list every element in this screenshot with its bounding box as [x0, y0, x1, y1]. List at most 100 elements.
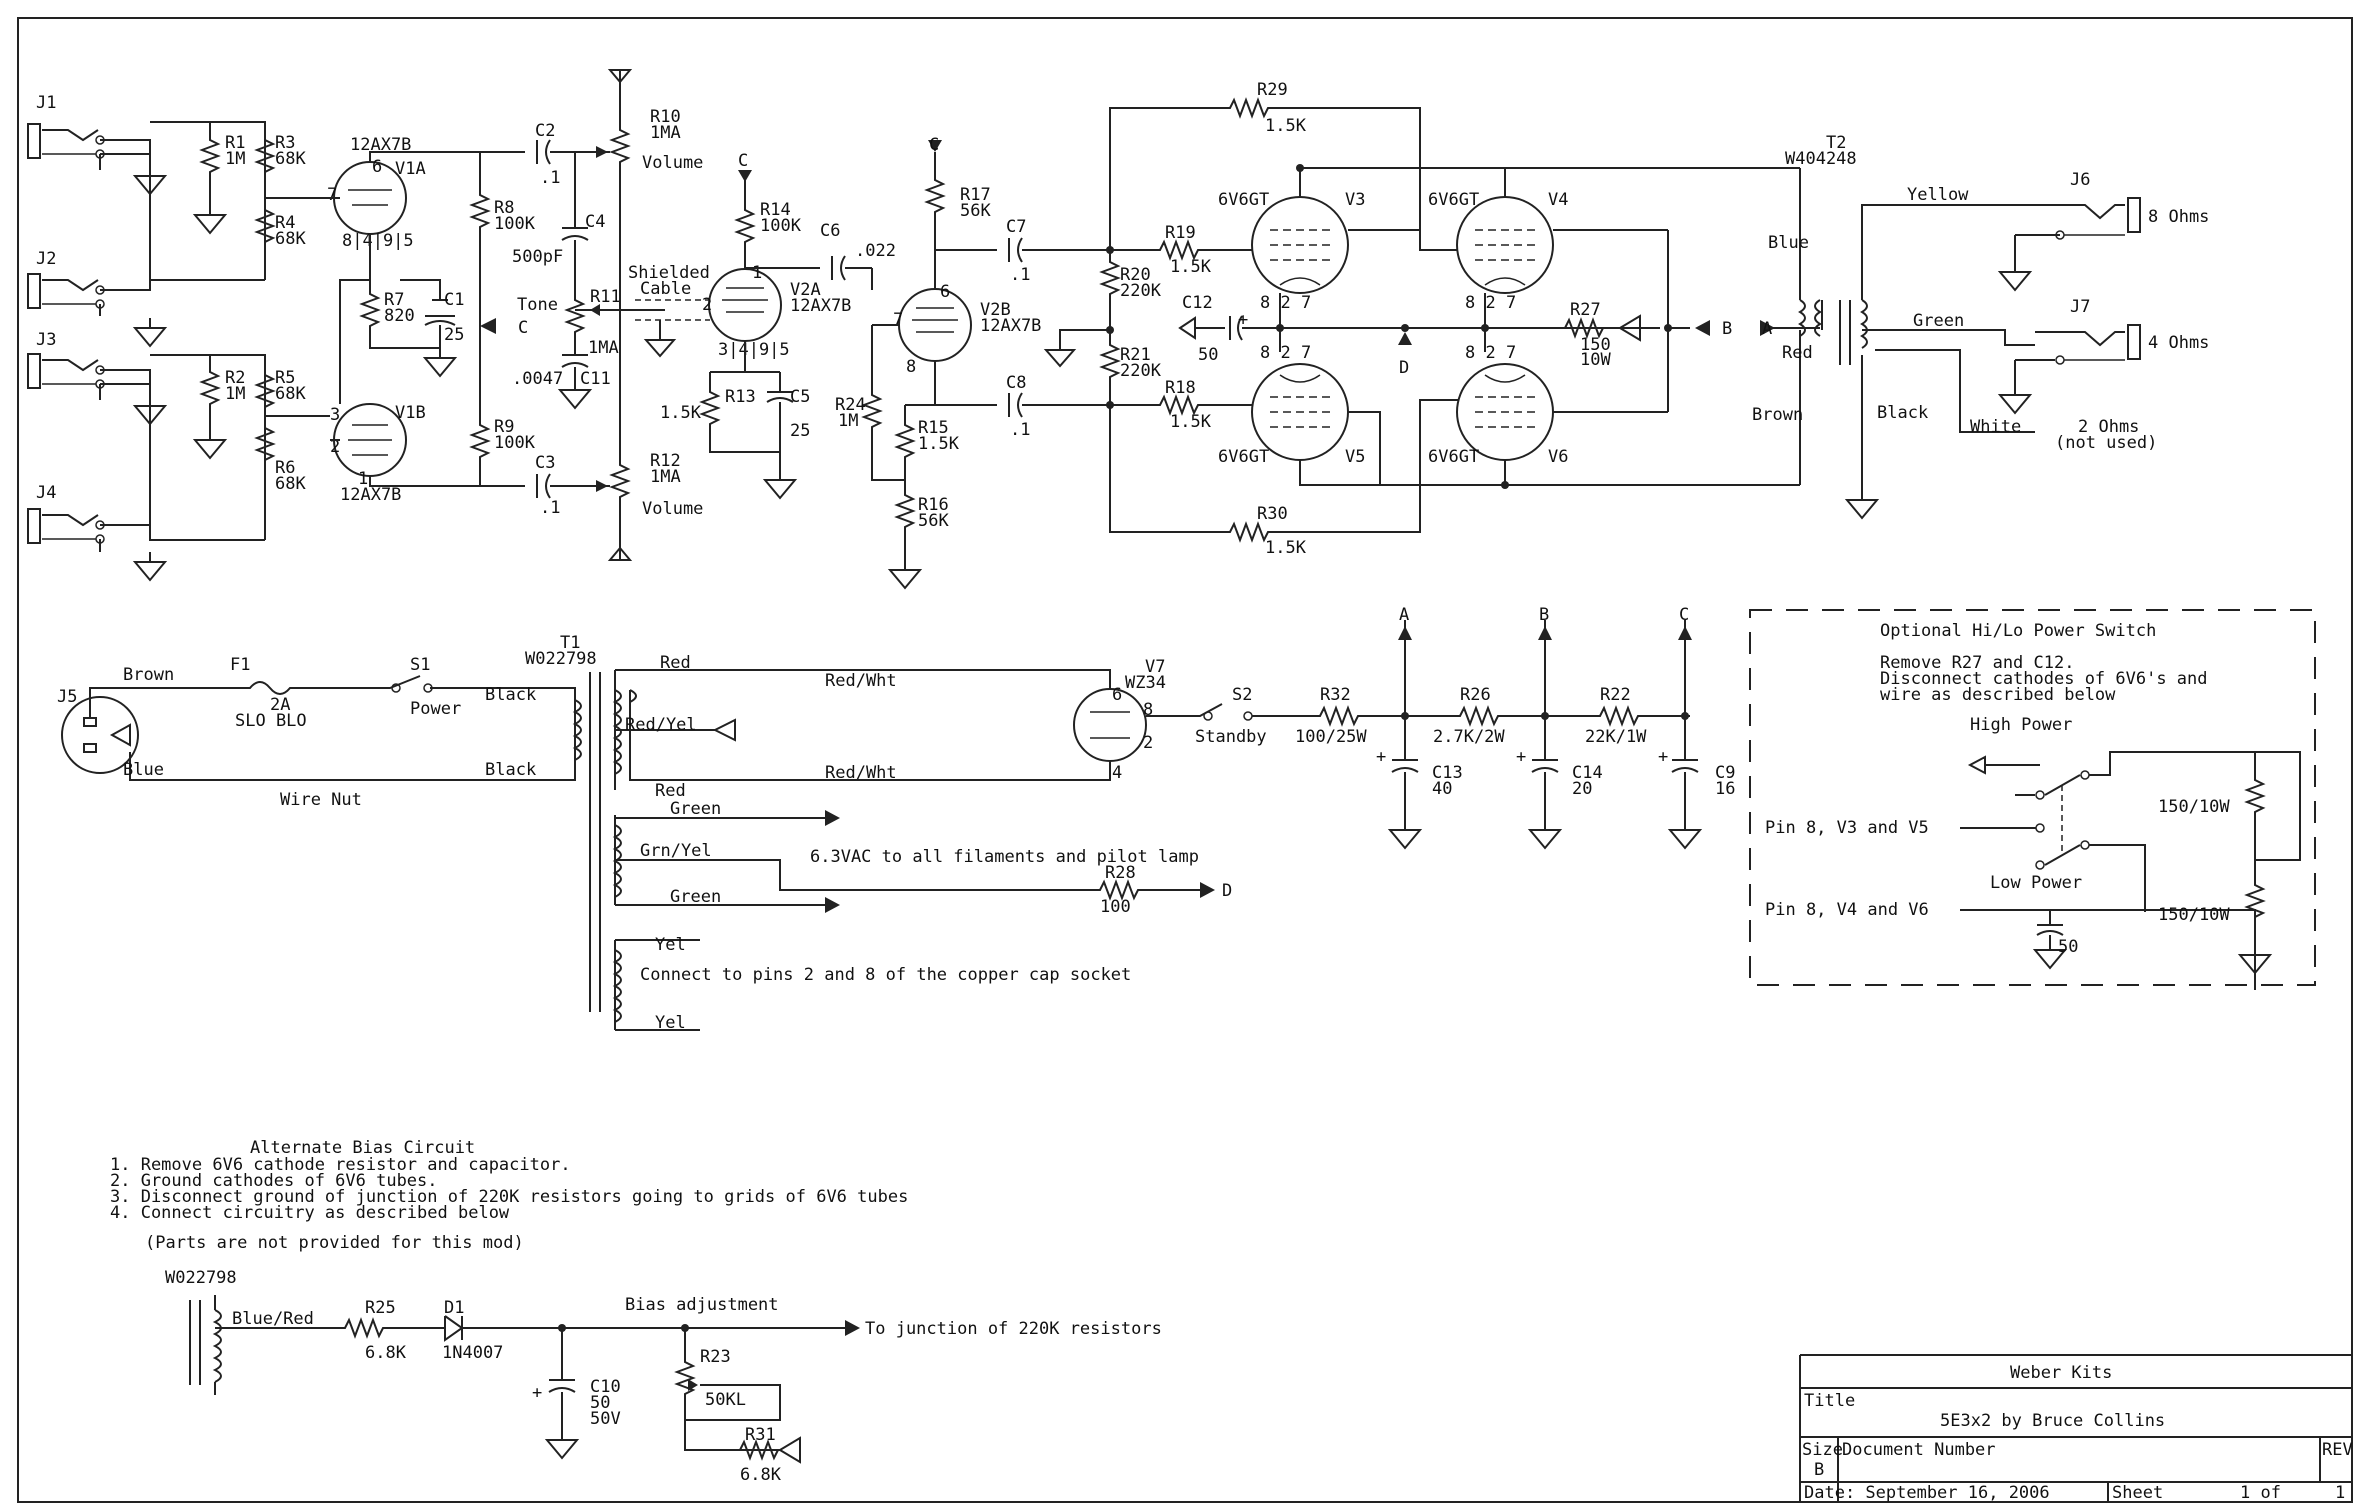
bias-line4: 4. Connect circuitry as described below — [110, 1203, 510, 1223]
r31-value: 6.8K — [740, 1465, 782, 1485]
r3-value: 68K — [275, 149, 306, 169]
r27-value: 150 — [1580, 335, 1611, 355]
size-value: B — [1814, 1460, 1824, 1480]
v3-pins: 8 2 7 — [1260, 293, 1311, 313]
r2-label: R2 — [225, 368, 245, 388]
v4-type: 6V6GT — [1428, 190, 1479, 210]
option-title: Optional Hi/Lo Power Switch — [1880, 621, 2156, 641]
r1-label: R1 — [225, 133, 245, 153]
t2-yellow: Yellow — [1907, 185, 1969, 205]
c14-plus: + — [1516, 747, 1526, 767]
driver-section: C R14 100K 1 2 3|4|9|5 V2A 12AX7B C6 .02… — [660, 135, 1110, 589]
s1-label: S1 — [410, 655, 430, 675]
v1b-pin1: 1 — [358, 469, 368, 489]
v6-type: 6V6GT — [1428, 447, 1479, 467]
v2b-supply-label: C — [929, 135, 939, 155]
r29-value: 1.5K — [1265, 116, 1307, 136]
bias-section: Alternate Bias Circuit 1. Remove 6V6 cat… — [110, 1138, 1162, 1485]
a-node-label: A — [1762, 319, 1772, 339]
v5-label: V5 — [1345, 447, 1365, 467]
ohm2-label: 2 Ohms — [2078, 417, 2139, 437]
r7-label: R7 — [384, 290, 404, 310]
r25-label: R25 — [365, 1298, 396, 1318]
v6-pins: 8 2 7 — [1465, 343, 1516, 363]
t1-label: T1 — [560, 633, 580, 653]
f1-label: F1 — [230, 655, 250, 675]
option-section: Optional Hi/Lo Power Switch Remove R27 a… — [1749, 609, 2316, 990]
v2b-label: V2B — [980, 300, 1011, 320]
r23-label: R23 — [700, 1347, 731, 1367]
bias-note: (Parts are not provided for this mod) — [145, 1233, 524, 1253]
r22-label: R22 — [1600, 685, 1631, 705]
c9-plus: + — [1658, 747, 1668, 767]
c13-value: 40 — [1432, 779, 1452, 799]
option-r1: 150/10W — [2158, 797, 2230, 817]
r32-label: R32 — [1320, 685, 1351, 705]
d1-value: 1N4007 — [442, 1343, 503, 1363]
docnum-label: Document Number — [1842, 1440, 1996, 1460]
c6-value: .022 — [855, 241, 896, 261]
c5-value: 25 — [790, 421, 810, 441]
c12-value: 50 — [1198, 345, 1218, 365]
bias-bluered: Blue/Red — [232, 1309, 314, 1329]
v7-label: V7 — [1145, 657, 1165, 677]
power-amp-section: R20 220K R21 220K R29 1.5K R30 1.5K R19 … — [1045, 80, 2209, 558]
c14-label: C14 — [1572, 763, 1603, 783]
black-wire-top: Black — [485, 685, 536, 705]
c-supply-label: C — [1679, 605, 1689, 625]
v5-pins: 8 2 7 — [1260, 343, 1311, 363]
t2-label: T2 — [1826, 133, 1846, 153]
r14-value: 100K — [760, 216, 802, 236]
c8-value: .1 — [1010, 420, 1030, 440]
v2b-pin7: 7 — [893, 310, 903, 330]
c3-label: C3 — [535, 453, 555, 473]
option-high: High Power — [1970, 715, 2072, 735]
title-label: Title — [1804, 1391, 1855, 1411]
r15-label: R15 — [918, 418, 949, 438]
c5-label: C5 — [790, 387, 810, 407]
v2a-pin2: 2 — [702, 295, 712, 315]
title-block: Weber Kits Title 5E3x2 by Bruce Collins … — [1799, 1354, 2353, 1503]
t2-part: W404248 — [1785, 149, 1857, 169]
r18-value: 1.5K — [1170, 412, 1212, 432]
r11-value: 1MA — [588, 338, 619, 358]
c13-label: C13 — [1432, 763, 1463, 783]
v2b-pin8: 8 — [906, 357, 916, 377]
b-node-label: B — [1722, 319, 1732, 339]
v1a-pin6: 6 — [372, 157, 382, 177]
v7-tube — [1073, 688, 1147, 762]
volume2-label: Volume — [642, 499, 703, 519]
v2b-tube — [898, 288, 972, 362]
r30-value: 1.5K — [1265, 538, 1307, 558]
v1b-pin2: 2 — [330, 437, 340, 457]
v7-pin6: 6 — [1112, 685, 1122, 705]
tone-label: Tone — [517, 295, 558, 315]
r13-label: R13 — [725, 387, 756, 407]
r13-value: 1.5K — [660, 403, 702, 423]
c4-label: C4 — [585, 212, 605, 232]
r15-value: 1.5K — [918, 434, 960, 454]
t1-red-bottom: Red — [655, 781, 686, 801]
v5-type: 6V6GT — [1218, 447, 1269, 467]
sheet-border — [17, 17, 2353, 1503]
v1b-pin3: 3 — [330, 405, 340, 425]
t1-red-top: Red — [660, 653, 691, 673]
r17-value: 56K — [960, 201, 991, 221]
ohm4-label: 4 Ohms — [2148, 333, 2209, 353]
j2-label: J2 — [36, 249, 56, 269]
bias-transformer: W022798 — [165, 1268, 237, 1288]
r1-value: 1M — [225, 149, 245, 169]
bias-line1: 1. Remove 6V6 cathode resistor and capac… — [110, 1155, 571, 1175]
c-node-label: C — [518, 318, 528, 338]
c2-value: .1 — [540, 168, 560, 188]
green-top: Green — [670, 799, 721, 819]
v6-label: V6 — [1548, 447, 1568, 467]
j3-label: J3 — [36, 330, 56, 350]
c12-plus: + — [1238, 310, 1248, 330]
bias-to: To junction of 220K resistors — [865, 1319, 1162, 1339]
r16-value: 56K — [918, 511, 949, 531]
v7-pin4: 4 — [1112, 763, 1122, 783]
r14-label: R14 — [760, 200, 791, 220]
c8-label: C8 — [1006, 373, 1026, 393]
b-supply-label: B — [1539, 605, 1549, 625]
